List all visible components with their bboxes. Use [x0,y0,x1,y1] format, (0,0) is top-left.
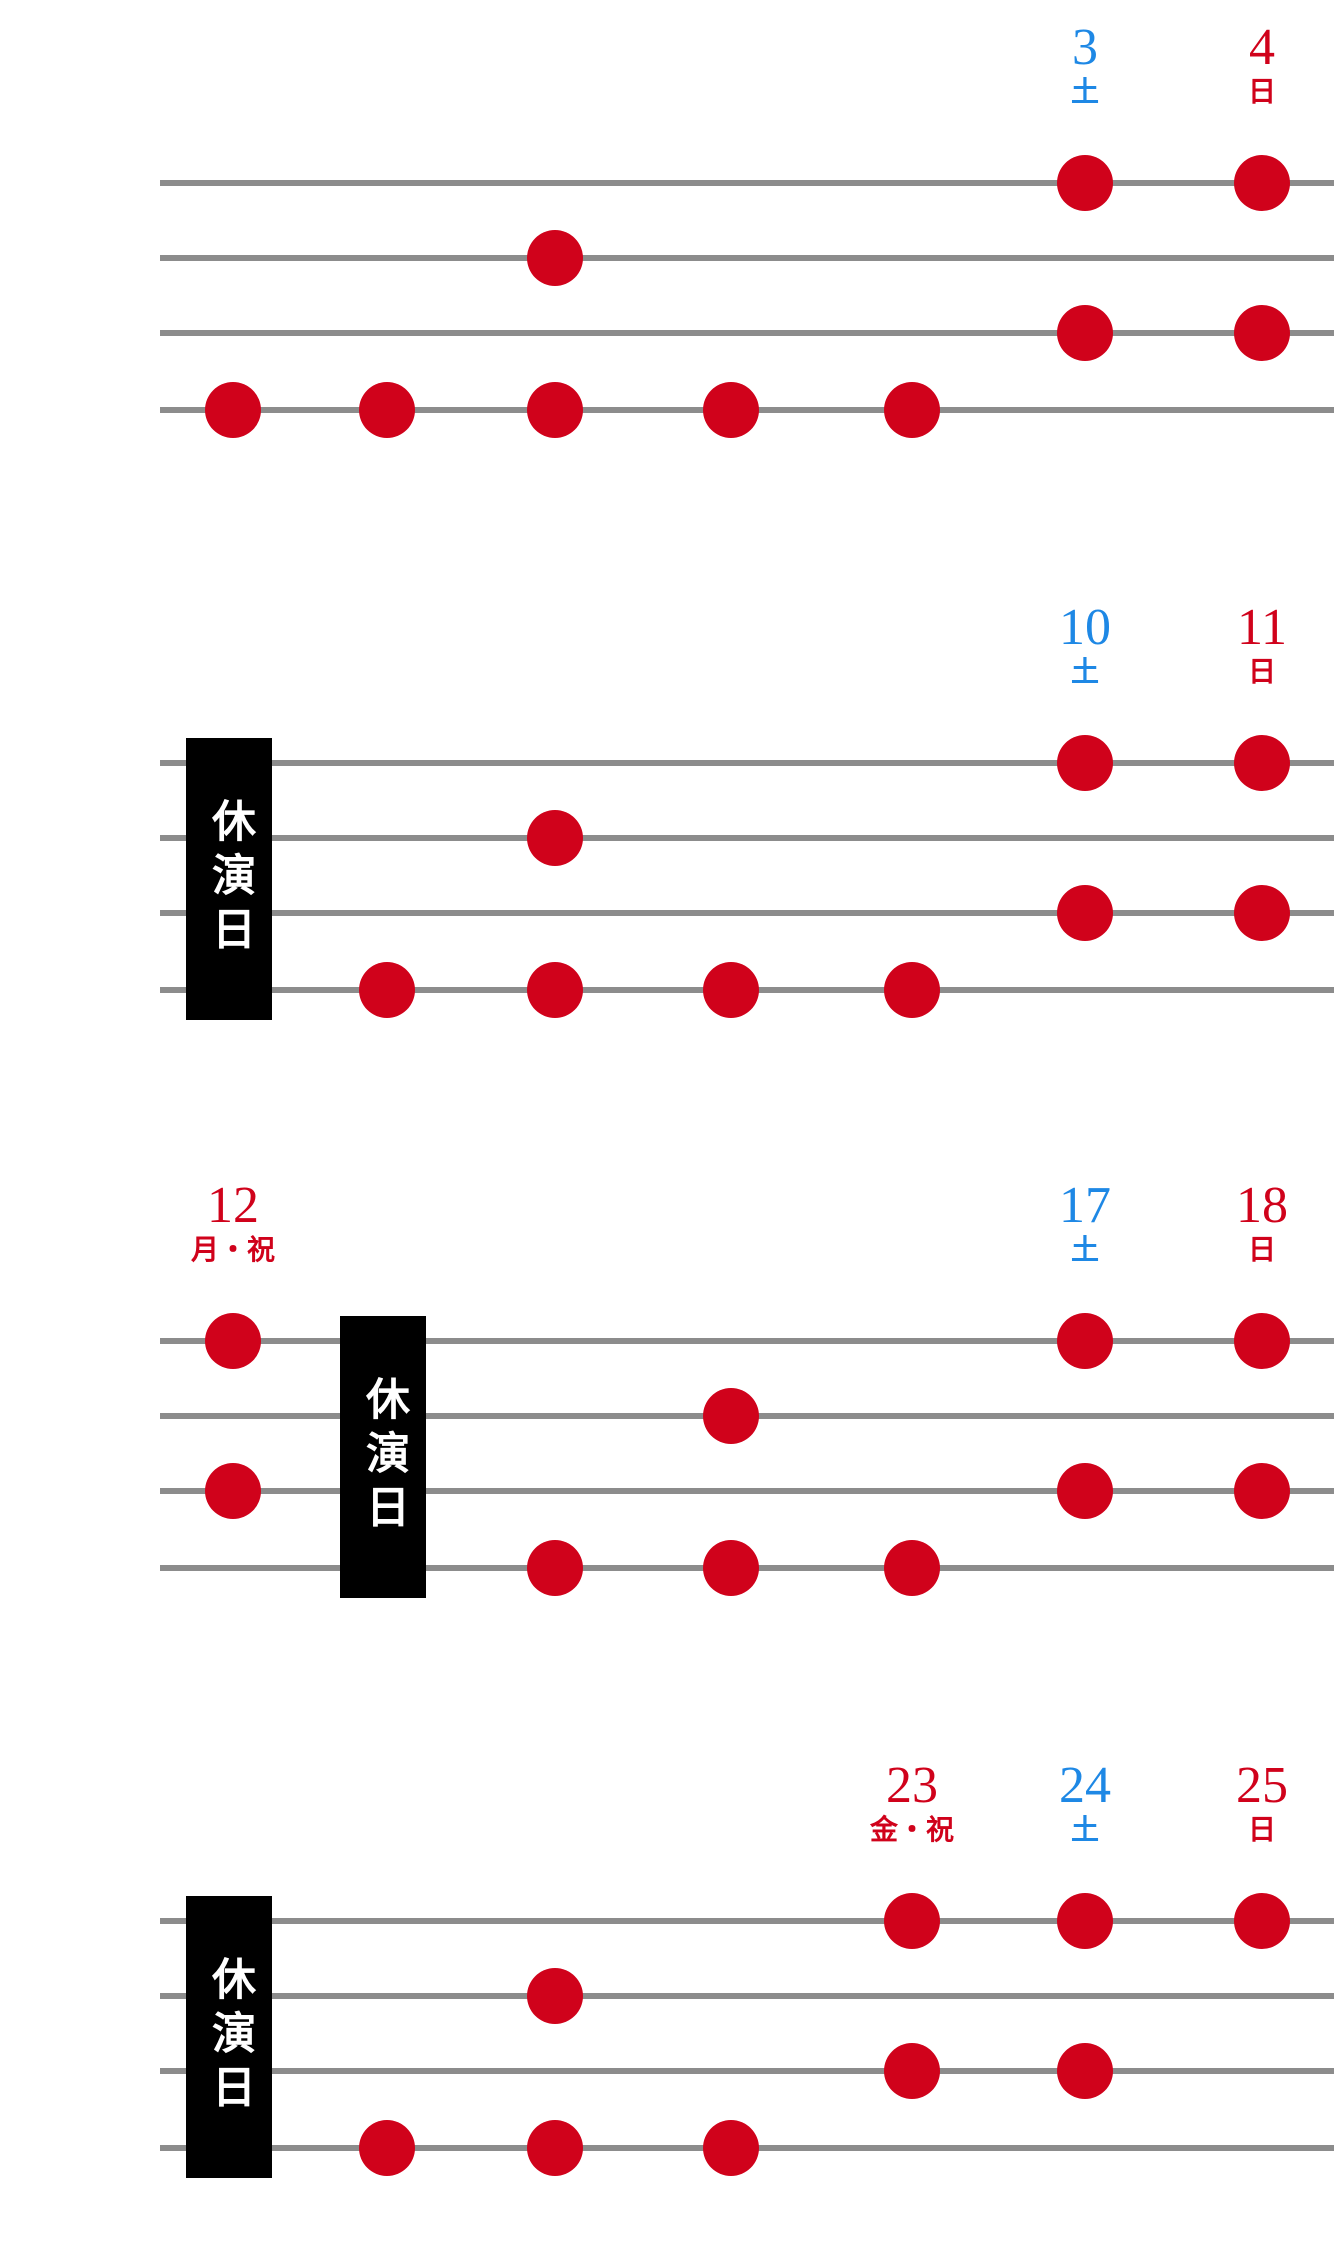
performance-dot [527,810,583,866]
performance-dot [527,1968,583,2024]
performance-dot [884,382,940,438]
schedule-line [160,330,1334,336]
day-of-week: 金・祝 [869,1813,954,1846]
performance-dot [1057,305,1113,361]
schedule-line [160,2068,1334,2074]
closed-day-marker: 休演日 [186,1896,272,2178]
performance-dot [1234,1893,1290,1949]
day-of-week: 月・祝 [190,1233,275,1266]
performance-dot [1057,155,1113,211]
performance-dot [884,1540,940,1596]
performance-dot [527,382,583,438]
closed-day-label: 休演日 [204,798,255,960]
performance-dot [703,2120,759,2176]
schedule-line [160,1488,1334,1494]
closed-day-label: 休演日 [204,1956,255,2118]
closed-day-marker: 休演日 [186,738,272,1020]
schedule-line [160,1918,1334,1924]
schedule-line [160,180,1334,186]
performance-dot [1057,2043,1113,2099]
performance-dot [1057,1463,1113,1519]
performance-dot [527,2120,583,2176]
schedule-line [160,835,1334,841]
schedule-line [160,760,1334,766]
day-of-week: 土 [1070,655,1099,688]
schedule-line [160,910,1334,916]
performance-dot [884,962,940,1018]
date-number: 25 [1236,1757,1288,1814]
date-number: 4 [1249,19,1275,76]
schedule-line [160,255,1334,261]
performance-dot [205,1463,261,1519]
performance-dot [703,1388,759,1444]
performance-dot [359,962,415,1018]
performance-dot [1234,155,1290,211]
performance-dot [527,230,583,286]
performance-dot [359,382,415,438]
schedule-line [160,1993,1334,1999]
day-of-week: 土 [1070,1233,1099,1266]
performance-dot [703,1540,759,1596]
performance-dot [205,1313,261,1369]
date-number: 3 [1072,19,1098,76]
closed-day-marker: 休演日 [340,1316,426,1598]
date-number: 17 [1059,1177,1111,1234]
performance-dot [1234,305,1290,361]
performance-dot [1234,885,1290,941]
performance-dot [1057,1893,1113,1949]
day-of-week: 日 [1247,1813,1276,1846]
performance-dot [527,1540,583,1596]
performance-dot [1234,1463,1290,1519]
day-of-week: 日 [1247,75,1276,108]
performance-dot [1057,735,1113,791]
performance-dot [1234,1313,1290,1369]
date-number: 23 [886,1757,938,1814]
date-number: 18 [1236,1177,1288,1234]
day-of-week: 日 [1247,1233,1276,1266]
day-of-week: 土 [1070,75,1099,108]
performance-dot [703,382,759,438]
performance-dot [1057,885,1113,941]
day-of-week: 土 [1070,1813,1099,1846]
closed-day-label: 休演日 [358,1376,409,1538]
performance-dot [205,382,261,438]
performance-dot [1057,1313,1113,1369]
performance-dot [359,2120,415,2176]
date-number: 24 [1059,1757,1111,1814]
date-number: 12 [207,1177,259,1234]
schedule-line [160,1338,1334,1344]
date-number: 10 [1059,599,1111,656]
performance-dot [527,962,583,1018]
performance-dot [1234,735,1290,791]
day-of-week: 日 [1247,655,1276,688]
performance-dot [884,2043,940,2099]
performance-dot [703,962,759,1018]
performance-dot [884,1893,940,1949]
date-number: 11 [1236,599,1288,656]
